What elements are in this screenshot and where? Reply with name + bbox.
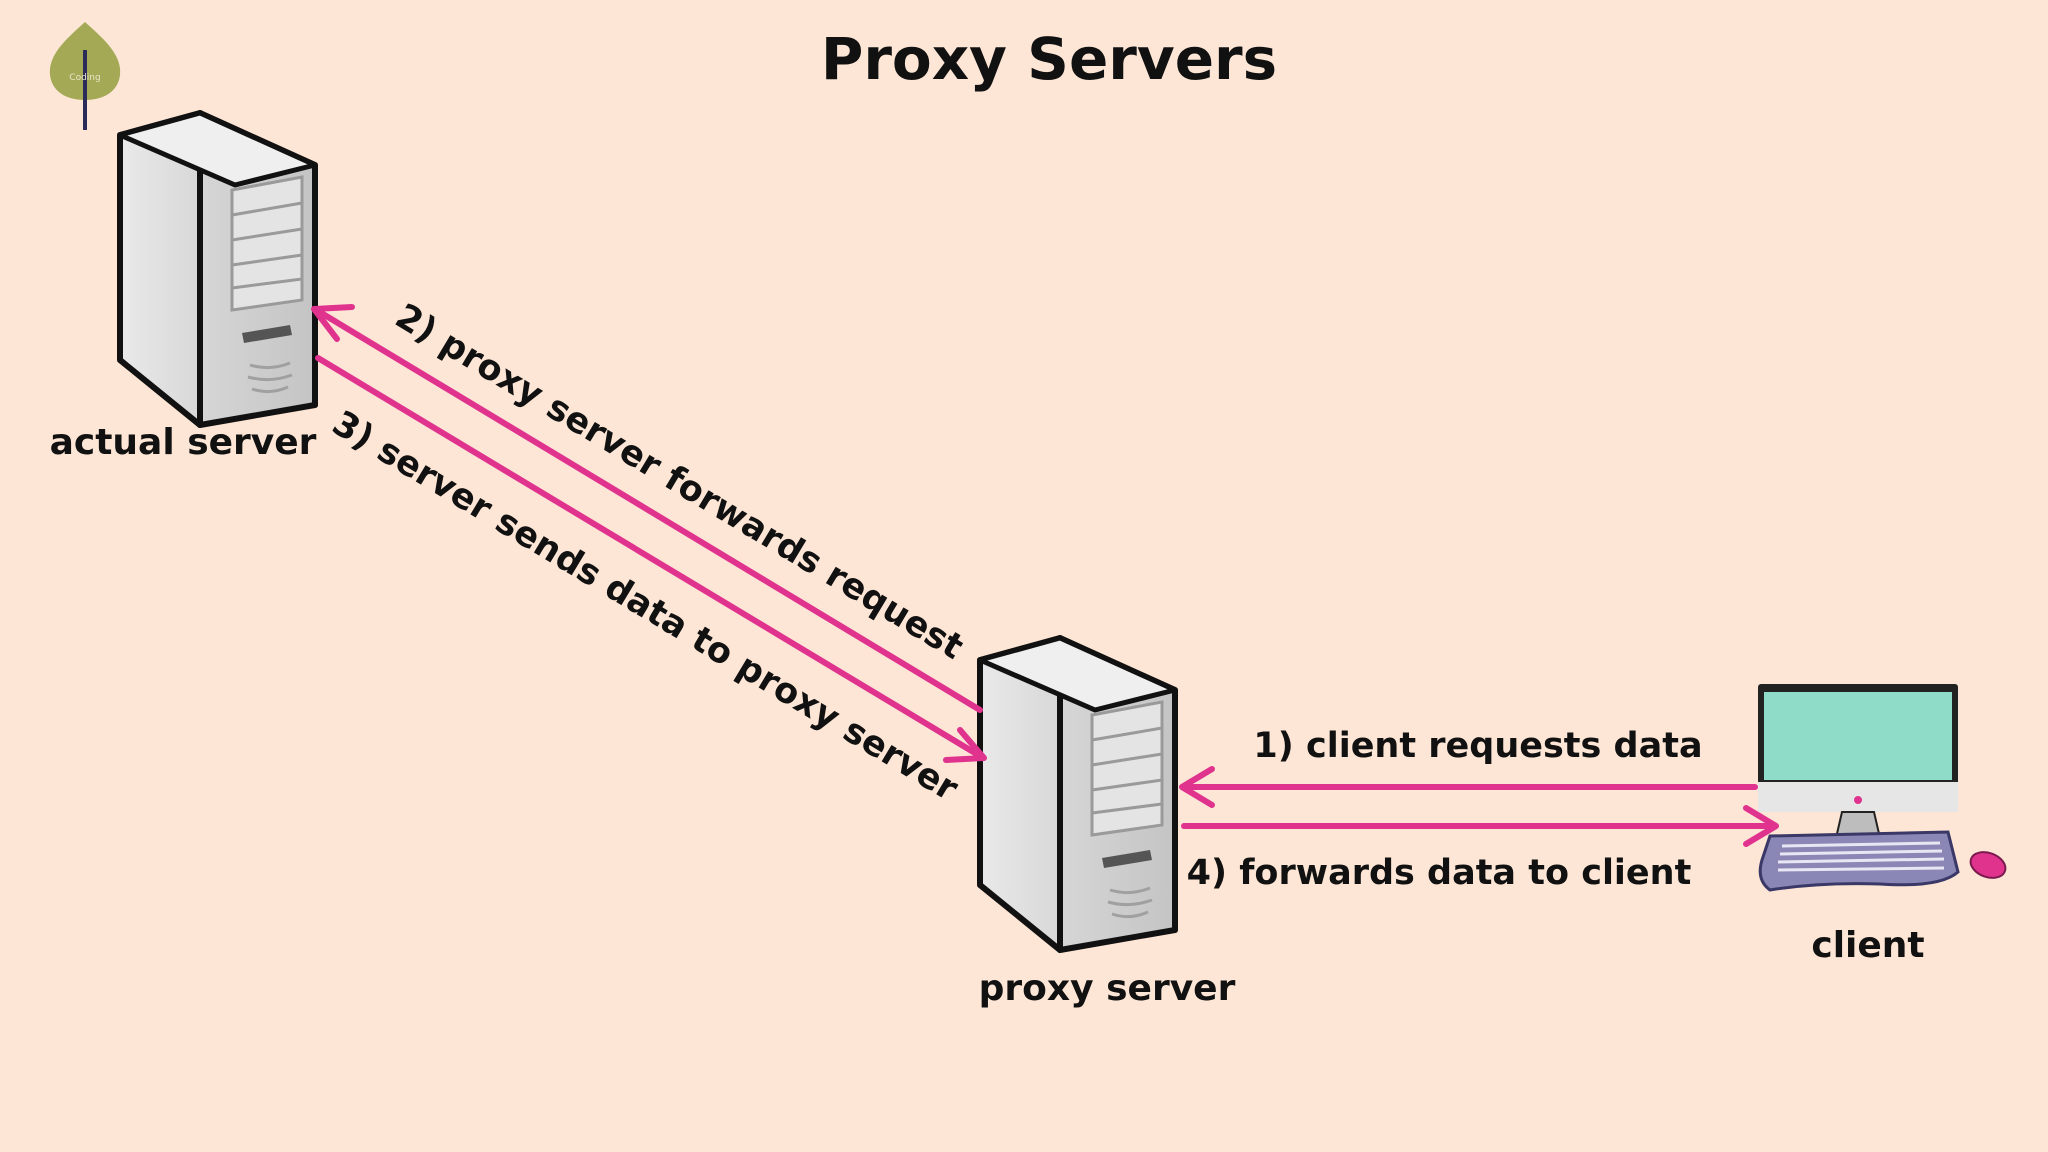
arrow-proxy-to-client [1181,805,1779,847]
leaf-logo-icon: Coding [49,22,121,130]
edge-label-step4: 4) forwards data to client [1187,853,1692,893]
client-label: client [1811,925,1924,966]
desktop-computer-icon [1758,684,2007,892]
edge-label-step1: 1) client requests data [1253,726,1702,766]
actual-server-icon [120,113,315,425]
proxy-server-icon [980,638,1175,950]
diagram-title: Proxy Servers [821,25,1277,93]
arrow-proxy-to-actual [311,304,983,713]
proxy-server-label: proxy server [979,968,1236,1009]
arrow-actual-to-proxy [315,355,987,763]
svg-text:Coding: Coding [69,73,100,83]
actual-server-label: actual server [50,422,317,463]
arrow-client-to-proxy [1179,766,1758,808]
